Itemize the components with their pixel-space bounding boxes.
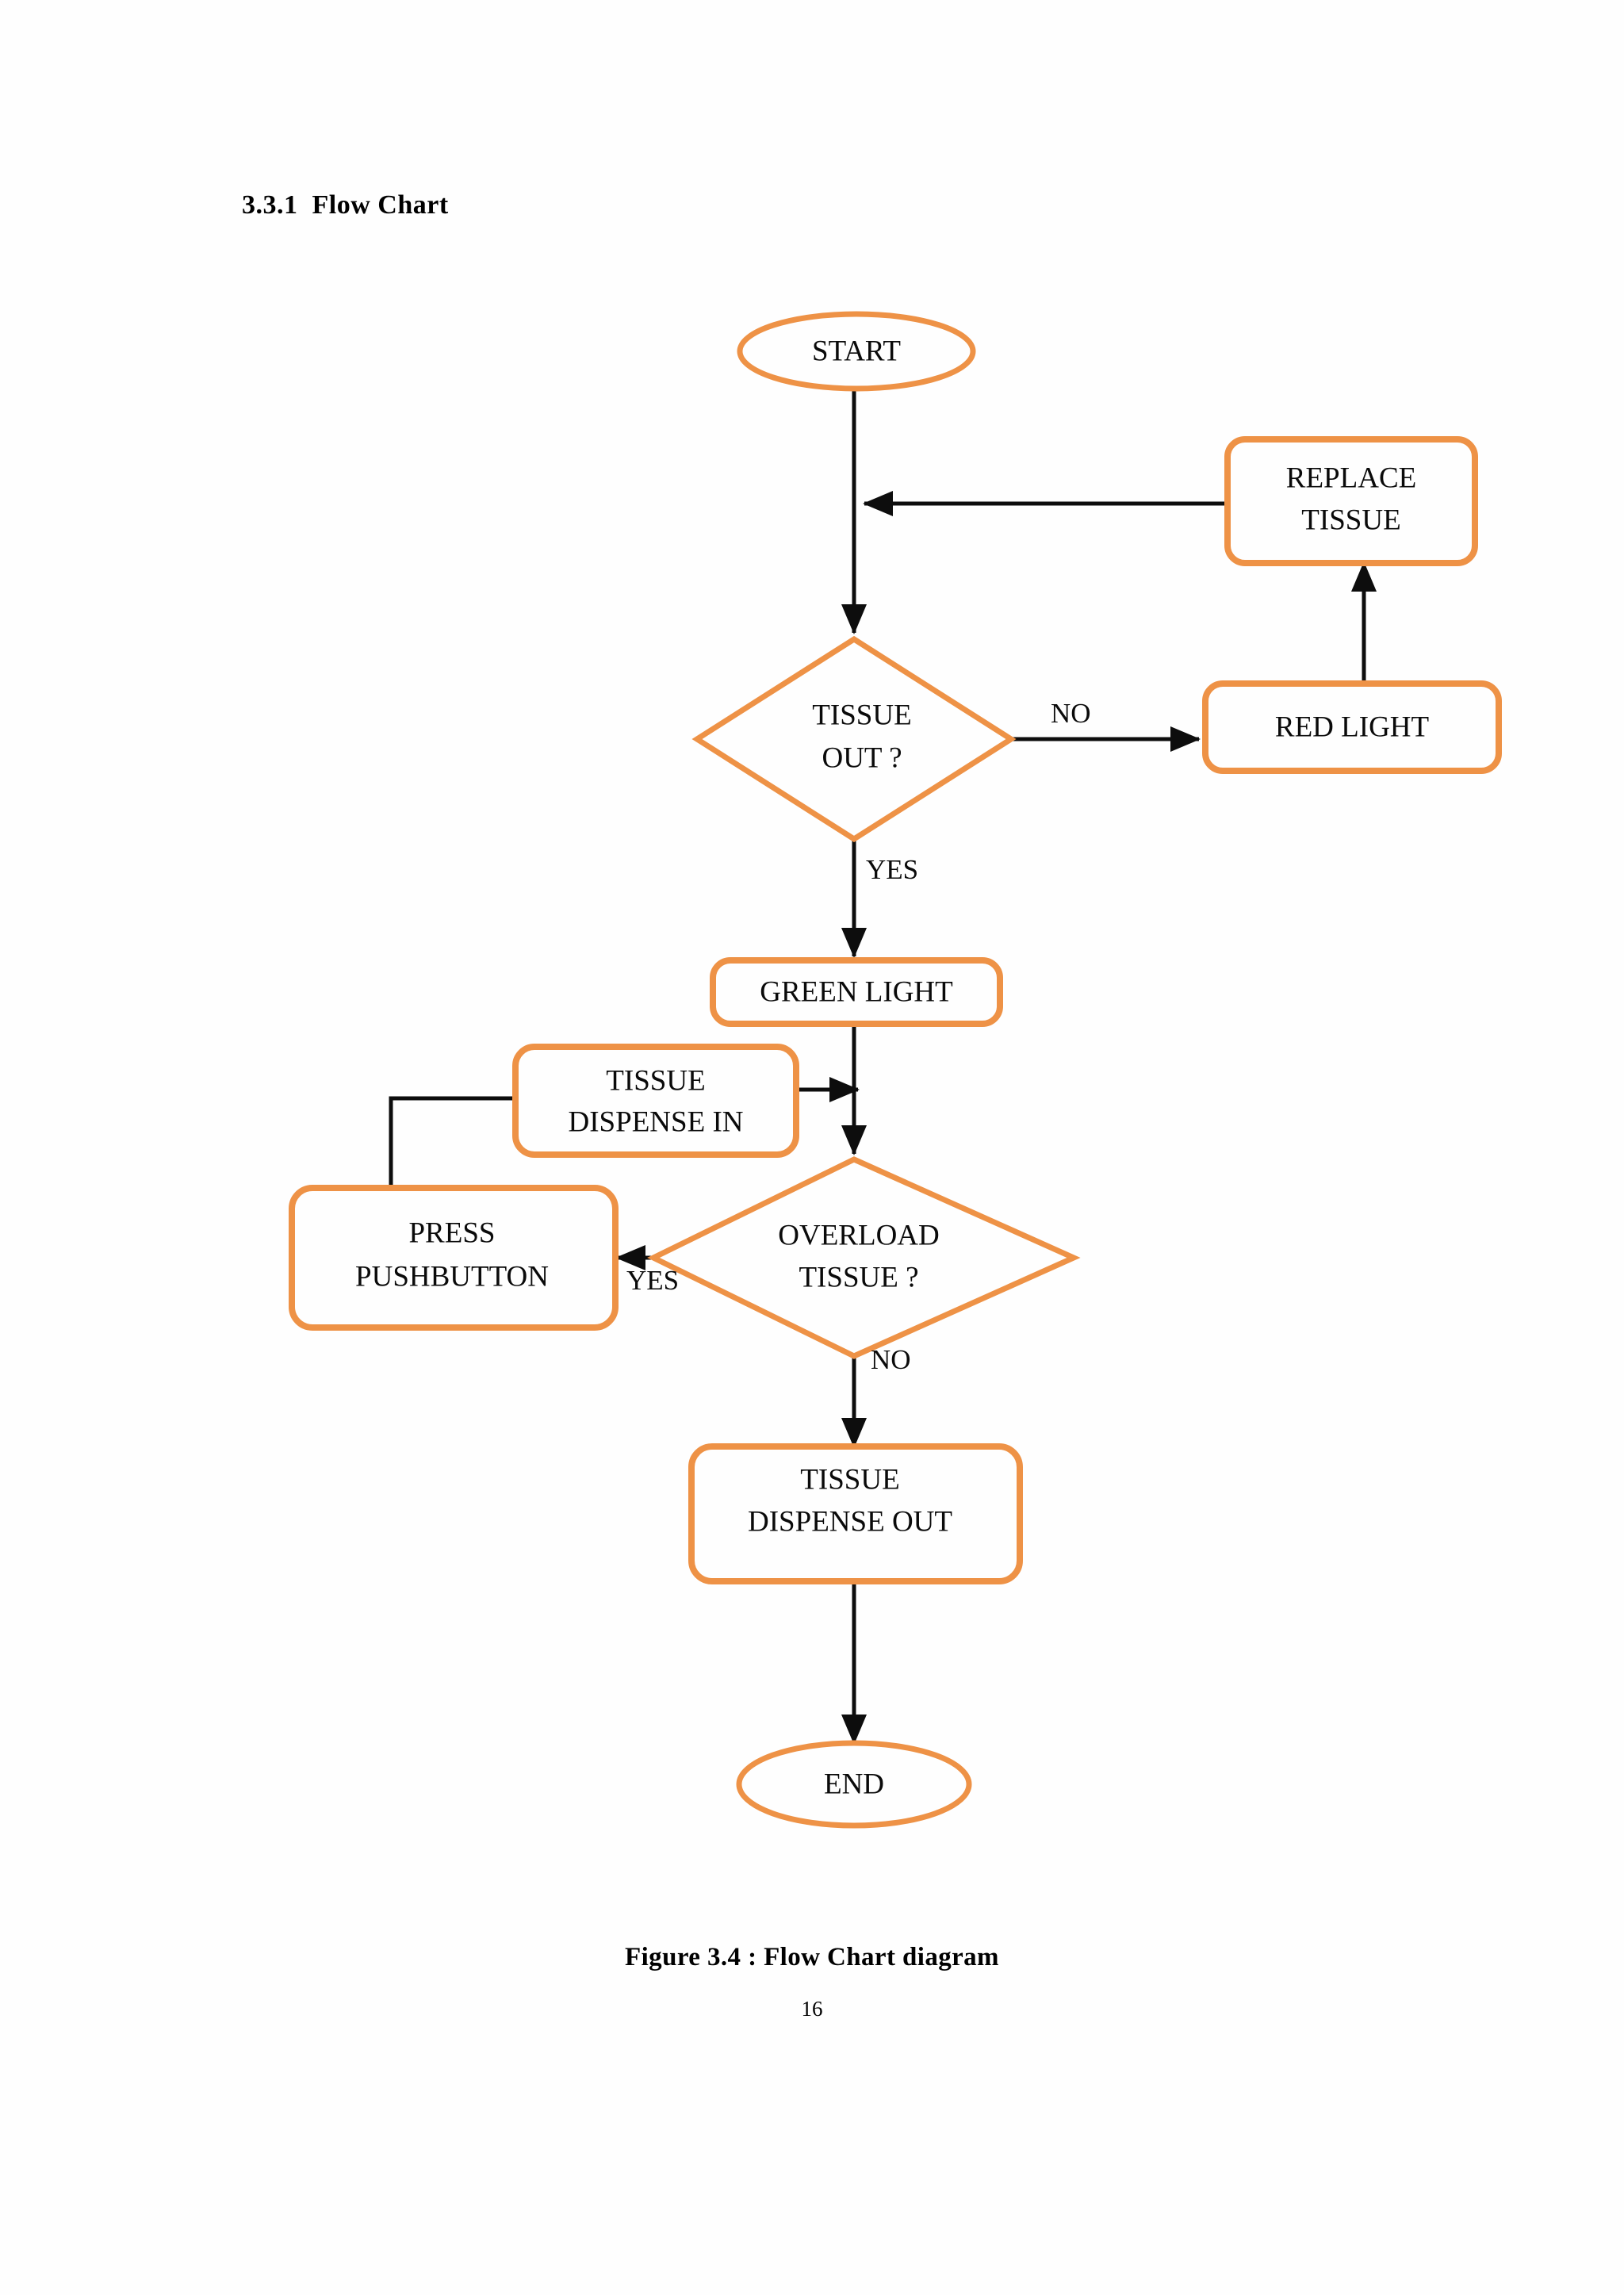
green-light-box — [710, 957, 1003, 1027]
tissue-out-label-line2: OUT ? — [822, 741, 902, 774]
red-light-box — [1202, 680, 1502, 774]
figure-caption: Figure 3.4 : Flow Chart diagram — [625, 1943, 999, 1971]
node-tissue-out[interactable]: TISSUE OUT ? — [691, 635, 1017, 843]
section-heading: 3.3.1 Flow Chart — [242, 190, 449, 220]
dispense-in-label-line2: DISPENSE IN — [569, 1105, 744, 1138]
start-label: START — [812, 335, 901, 367]
press-pushbutton-label-line2: PUSHBUTTON — [355, 1260, 549, 1293]
node-end[interactable]: END — [736, 1740, 972, 1829]
edge-label-no-tissue-out: NO — [1051, 698, 1091, 729]
node-start[interactable]: START — [737, 311, 976, 392]
edge-label-no-overload: NO — [871, 1344, 911, 1375]
start-ellipse — [737, 311, 976, 392]
dispense-out-label-line2: DISPENSE OUT — [748, 1505, 952, 1538]
replace-tissue-label-line1: REPLACE — [1286, 462, 1416, 494]
page-number: 16 — [801, 1997, 823, 2021]
connector-layer — [389, 381, 1377, 1745]
press-pushbutton-box — [289, 1185, 619, 1331]
node-red-light[interactable]: RED LIGHT — [1202, 680, 1502, 774]
edge-label-yes-tissue-out: YES — [866, 854, 918, 885]
node-dispense-in[interactable]: TISSUE DISPENSE IN — [512, 1044, 799, 1158]
tissue-out-diamond — [691, 635, 1017, 843]
replace-tissue-box — [1224, 436, 1478, 566]
node-press-pushbutton[interactable]: PRESS PUSHBUTTON — [289, 1185, 619, 1331]
node-replace-tissue[interactable]: REPLACE TISSUE — [1224, 436, 1478, 566]
edge-label-layer: NO YES YES NO — [626, 698, 1091, 1375]
end-ellipse — [736, 1740, 972, 1829]
edge-press-pushbutton-to-dispense-in — [389, 1096, 515, 1186]
tissue-out-label-line1: TISSUE — [812, 699, 911, 731]
end-label: END — [824, 1768, 884, 1800]
press-pushbutton-label-line1: PRESS — [408, 1216, 495, 1249]
red-light-label: RED LIGHT — [1275, 711, 1429, 743]
edge-label-yes-overload: YES — [626, 1265, 679, 1296]
green-light-label: GREEN LIGHT — [760, 975, 953, 1008]
overload-tissue-label-line2: TISSUE ? — [799, 1261, 918, 1293]
dispense-out-box — [688, 1443, 1023, 1584]
node-overload-tissue[interactable]: OVERLOAD TISSUE ? — [647, 1156, 1081, 1359]
replace-tissue-label-line2: TISSUE — [1301, 504, 1400, 536]
dispense-in-label-line1: TISSUE — [606, 1064, 705, 1097]
overload-tissue-label-line1: OVERLOAD — [778, 1219, 939, 1251]
dispense-in-box — [512, 1044, 799, 1158]
overload-tissue-diamond — [647, 1156, 1081, 1359]
node-dispense-out[interactable]: TISSUE DISPENSE OUT — [688, 1443, 1023, 1584]
node-green-light[interactable]: GREEN LIGHT — [710, 957, 1003, 1027]
dispense-out-label-line1: TISSUE — [800, 1463, 899, 1496]
